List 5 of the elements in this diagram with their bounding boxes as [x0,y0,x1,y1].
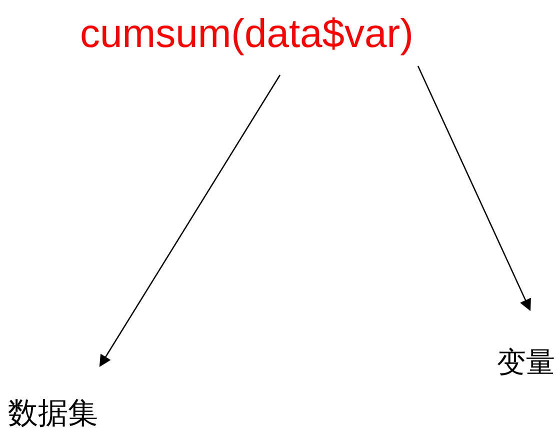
arrow [99,74,281,368]
code-text: cumsum(data$var) [80,14,414,54]
variable-label: 变量 [497,348,555,377]
dataset-label: 数据集 [8,399,98,429]
arrow [417,66,531,312]
